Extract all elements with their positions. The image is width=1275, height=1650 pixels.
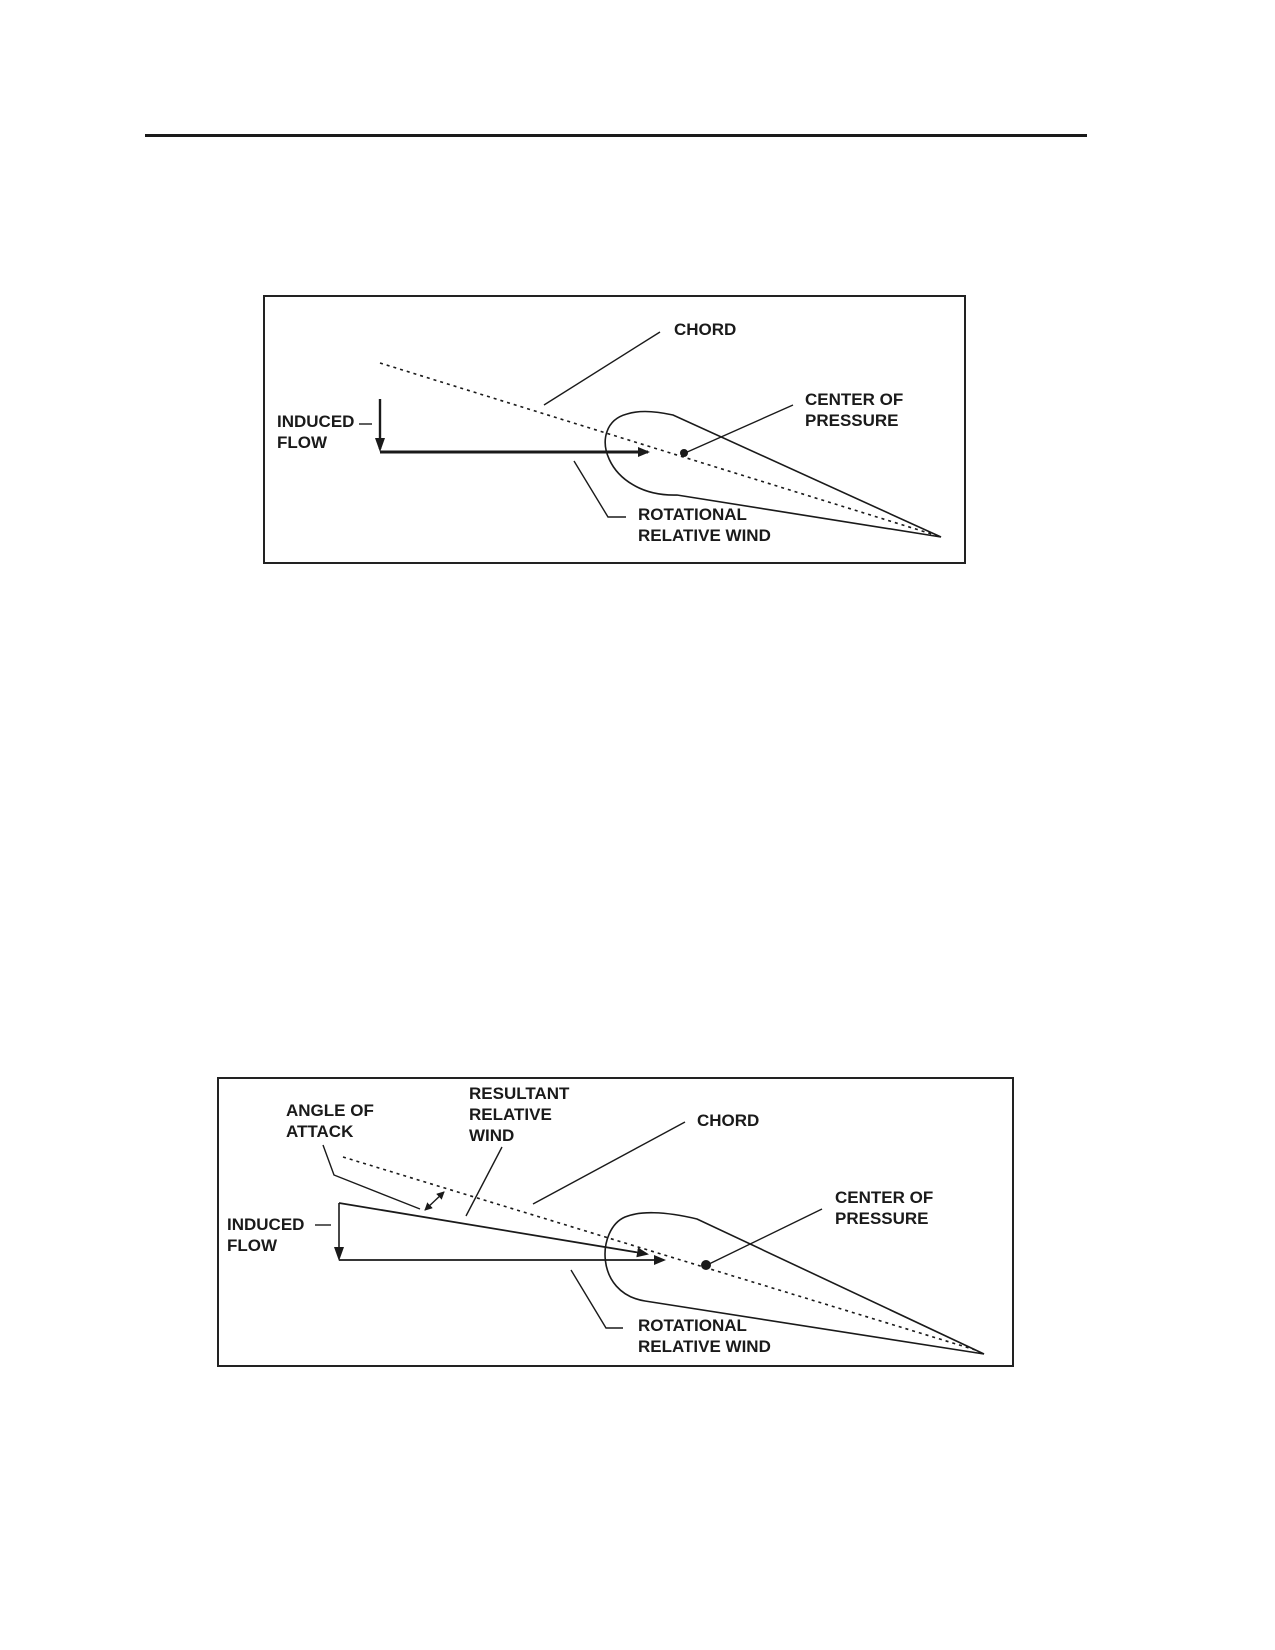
center-of-pressure-dot [701,1260,711,1270]
center-of-pressure-leader [706,1208,823,1266]
angle-of-attack-leader [322,1144,421,1210]
center-of-pressure-label-1: CENTER OF [805,390,903,409]
induced-flow-arrowhead [334,1247,344,1261]
airfoil-diagram-induced-flow: CHORD CENTER OF PRESSURE INDUCED FLOW RO… [263,295,966,564]
chord-leader [543,331,661,406]
chord-label: CHORD [697,1111,759,1130]
diagram-canvas: ANGLE OF ATTACK RESULTANT RELATIVE WIND … [227,1084,985,1356]
center-of-pressure-leader [684,404,794,454]
resultant-relative-wind-label-1: RESULTANT [469,1084,570,1103]
induced-flow-label-2: FLOW [277,433,328,452]
center-of-pressure-dot [680,449,688,457]
induced-flow-label-1: INDUCED [277,412,354,431]
rotational-relative-wind-leader [573,460,626,518]
resultant-relative-wind-label-3: WIND [469,1126,514,1145]
induced-flow-label-2: FLOW [227,1236,278,1255]
airfoil-outline [604,410,942,538]
center-of-pressure-label-1: CENTER OF [835,1188,933,1207]
center-of-pressure-label-2: PRESSURE [835,1209,929,1228]
rotational-relative-wind-label-2: RELATIVE WIND [638,526,771,545]
resultant-relative-wind-label-2: RELATIVE [469,1105,552,1124]
header-rule [145,134,1087,137]
angle-of-attack-label-1: ANGLE OF [286,1101,374,1120]
center-of-pressure-label-2: PRESSURE [805,411,899,430]
chord-label: CHORD [674,320,736,339]
resultant-relative-wind-leader [465,1146,503,1217]
resultant-relative-wind-arrow [338,1202,649,1258]
induced-flow-arrowhead [375,438,385,452]
chord-line [379,362,936,536]
angle-of-attack-arrow [424,1191,445,1211]
angle-of-attack-label-2: ATTACK [286,1122,354,1141]
rotational-relative-wind-label-1: ROTATIONAL [638,505,747,524]
airfoil-diagram-angle-of-attack: ANGLE OF ATTACK RESULTANT RELATIVE WIND … [217,1077,1014,1367]
rotational-relative-wind-label-2: RELATIVE WIND [638,1337,771,1356]
rotational-relative-wind-leader [570,1269,623,1329]
airfoil-outline [604,1211,985,1355]
chord-leader [532,1121,686,1205]
diagram-canvas: CHORD CENTER OF PRESSURE INDUCED FLOW RO… [277,320,942,545]
induced-flow-label-1: INDUCED [227,1215,304,1234]
chord-line [342,1156,980,1352]
rotational-relative-wind-label-1: ROTATIONAL [638,1316,747,1335]
